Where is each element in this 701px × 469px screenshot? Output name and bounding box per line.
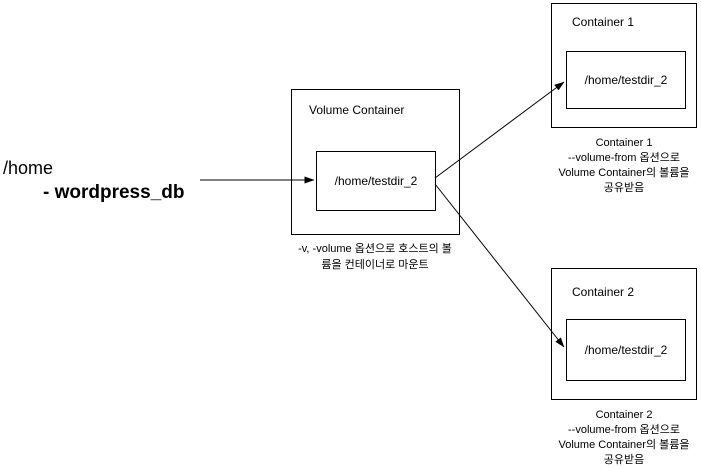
container1-box: Container 1 /home/testdir_2 bbox=[551, 3, 697, 128]
caption-line: --volume-from 옵션으로 bbox=[568, 424, 680, 436]
caption-line: --volume-from 옵션으로 bbox=[568, 152, 680, 164]
container2-box: Container 2 /home/testdir_2 bbox=[551, 268, 697, 400]
container1-title: Container 1 bbox=[572, 15, 635, 29]
caption-line: Volume Container의 볼륨을 bbox=[558, 167, 690, 179]
container2-caption: Container 2 --volume-from 옵션으로 Volume Co… bbox=[544, 408, 701, 468]
caption-line: Container 1 bbox=[595, 137, 653, 149]
caption-line: Container 2 bbox=[595, 409, 653, 421]
volume-container-volume-box: /home/testdir_2 bbox=[316, 151, 436, 211]
volume-container-volume-path: /home/testdir_2 bbox=[334, 174, 418, 188]
volume-container-caption: -v, -volume 옵션으로 호스트의 볼 륨을 컨테이너로 마운트 bbox=[280, 241, 470, 273]
container1-volume-box: /home/testdir_2 bbox=[566, 51, 686, 109]
container1-caption: Container 1 --volume-from 옵션으로 Volume Co… bbox=[544, 136, 701, 196]
volume-container-title: Volume Container bbox=[309, 103, 405, 117]
host-volume-entry-text: - wordpress_db bbox=[43, 182, 185, 203]
caption-line: 륨을 컨테이너로 마운트 bbox=[321, 259, 429, 271]
container2-title: Container 2 bbox=[572, 285, 635, 299]
caption-line: 공유받음 bbox=[603, 182, 645, 194]
container1-volume-path: /home/testdir_2 bbox=[584, 73, 668, 87]
volume-container-box: Volume Container /home/testdir_2 bbox=[291, 89, 460, 235]
host-path-text: /home bbox=[3, 158, 54, 178]
caption-line: -v, -volume 옵션으로 호스트의 볼 bbox=[298, 243, 452, 255]
caption-line: 공유받음 bbox=[603, 454, 645, 466]
container2-volume-path: /home/testdir_2 bbox=[584, 343, 668, 357]
host-volume-label: /home - wordpress_db bbox=[3, 157, 184, 204]
container2-volume-box: /home/testdir_2 bbox=[566, 319, 686, 381]
caption-line: Volume Container의 볼륨을 bbox=[558, 439, 690, 451]
